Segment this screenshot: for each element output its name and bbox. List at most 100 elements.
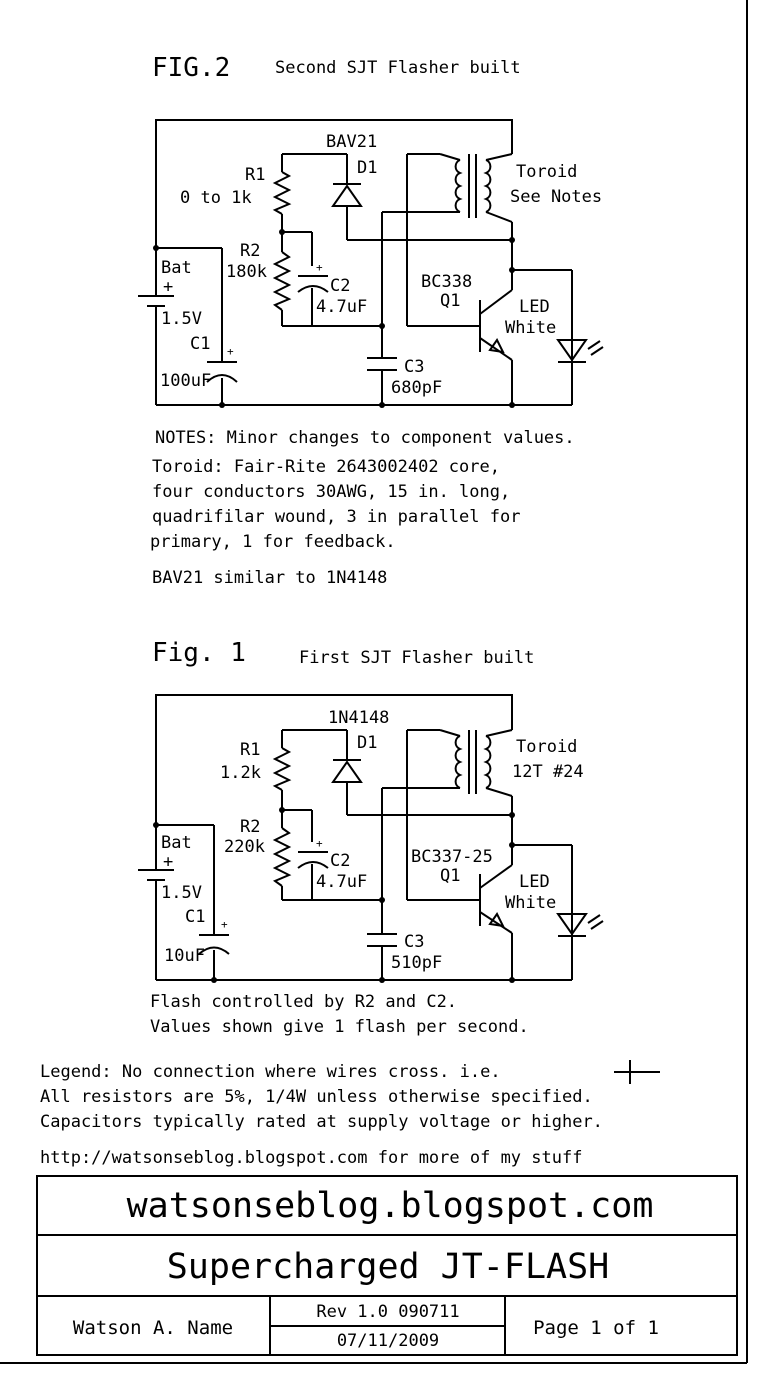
fig1-c2-value: 4.7uF xyxy=(316,872,367,892)
fig2-c2-symbol xyxy=(297,275,329,293)
fig2-bat-plus: + xyxy=(163,277,173,297)
legend-line-1: Legend: No connection where wires cross.… xyxy=(40,1062,501,1082)
fig2-bat-voltage: 1.5V xyxy=(161,309,202,329)
fig2-c1-plus: + xyxy=(227,345,234,358)
fig1-toroid-note: 12T #24 xyxy=(512,762,584,782)
fig1-toroid-label: Toroid xyxy=(516,737,577,757)
fig1-r2-symbol xyxy=(272,827,292,887)
crossing-wires-icon xyxy=(614,1060,660,1084)
notes-line-5: primary, 1 for feedback. xyxy=(150,532,396,552)
legend-line-3: Capacitors typically rated at supply vol… xyxy=(40,1112,603,1132)
fig1-r1-symbol xyxy=(272,747,292,791)
fig2-c3-value: 680pF xyxy=(391,378,442,398)
fig1-r1-ref: R1 xyxy=(240,740,260,760)
fig1-wires xyxy=(155,694,573,981)
fig1-transistor-part: BC337-25 xyxy=(411,847,493,867)
fig2-c3-ref: C3 xyxy=(404,357,424,377)
fig1-led-color: White xyxy=(505,893,556,913)
fig1-c2-plus: + xyxy=(316,837,323,850)
fig2-r1-ref: R1 xyxy=(245,165,265,185)
fig2-c1-ref: C1 xyxy=(190,334,210,354)
notes-line-4: quadrifilar wound, 3 in parallel for xyxy=(152,507,520,527)
fig2-c1-symbol xyxy=(206,361,238,383)
fig2-c2-value: 4.7uF xyxy=(316,297,367,317)
fig2-toroid-symbol xyxy=(439,153,513,223)
fig2-diode-symbol xyxy=(331,170,363,216)
fig2-c3-symbol xyxy=(367,357,397,371)
fig2-led-label: LED xyxy=(519,297,550,317)
fig1-c1-plus: + xyxy=(221,918,228,931)
fig1-c1-symbol xyxy=(198,934,230,955)
fig2-transistor-symbol xyxy=(479,289,513,361)
fig1-c3-value: 510pF xyxy=(391,953,442,973)
fig1-led-label: LED xyxy=(519,872,550,892)
fig1-bat-voltage: 1.5V xyxy=(161,883,202,903)
fig2-c2-plus: + xyxy=(316,261,323,274)
fig2-wires xyxy=(155,119,573,406)
fig2-bat-label: Bat xyxy=(161,258,192,278)
fig2-caption: Second SJT Flasher built xyxy=(275,58,521,78)
legend-line-2: All resistors are 5%, 1/4W unless otherw… xyxy=(40,1087,593,1107)
fig1-toroid-symbol xyxy=(439,729,513,797)
fig1-transistor-ref: Q1 xyxy=(440,866,460,886)
fig2-r1-value: 0 to 1k xyxy=(180,188,252,208)
fig2-r1-symbol xyxy=(272,171,292,215)
notes-block: NOTES: Minor changes to component values… xyxy=(150,428,575,588)
fig2-schematic: FIG.2 Second SJT Flasher built xyxy=(138,53,604,408)
fig1-flash-note-2: Values shown give 1 flash per second. xyxy=(150,1017,529,1037)
fig2-diode-ref: D1 xyxy=(357,158,377,178)
fig1-c3-ref: C3 xyxy=(404,932,424,952)
fig2-diode-part: BAV21 xyxy=(326,132,377,152)
fig1-r1-value: 1.2k xyxy=(220,763,261,783)
fig1-heading: Fig. 1 xyxy=(152,638,246,668)
fig1-c1-ref: C1 xyxy=(185,907,205,927)
fig1-led-symbol xyxy=(556,913,604,937)
notes-line-6: BAV21 similar to 1N4148 xyxy=(152,568,387,588)
fig1-flash-note-1: Flash controlled by R2 and C2. xyxy=(150,992,457,1012)
fig2-led-color: White xyxy=(505,318,556,338)
fig1-battery-symbol xyxy=(138,858,174,894)
title-block-title: Supercharged JT-FLASH xyxy=(167,1247,610,1287)
fig2-heading: FIG.2 xyxy=(152,53,230,83)
notes-line-3: four conductors 30AWG, 15 in. long, xyxy=(152,482,510,502)
notes-line-1: NOTES: Minor changes to component values… xyxy=(155,428,575,448)
fig1-junctions xyxy=(153,807,515,983)
sheet-border xyxy=(0,0,748,1364)
fig1-r2-value: 220k xyxy=(224,837,265,857)
title-block-website: watsonseblog.blogspot.com xyxy=(127,1186,654,1226)
title-block: watsonseblog.blogspot.com Supercharged J… xyxy=(36,1175,738,1356)
fig1-bat-label: Bat xyxy=(161,833,192,853)
fig1-bat-plus: + xyxy=(163,852,173,872)
fig1-c2-ref: C2 xyxy=(330,851,350,871)
fig2-led-symbol xyxy=(556,339,604,363)
fig1-diode-ref: D1 xyxy=(357,733,377,753)
title-block-revision: Rev 1.0 090711 xyxy=(316,1302,459,1322)
fig1-diode-part: 1N4148 xyxy=(328,708,389,728)
fig1-schematic: Fig. 1 First SJT Flasher built xyxy=(138,638,604,1037)
fig1-c1-value: 10uF xyxy=(164,946,205,966)
fig2-toroid-note: See Notes xyxy=(510,187,602,207)
fig1-r2-ref: R2 xyxy=(240,817,260,837)
title-block-date: 07/11/2009 xyxy=(337,1331,439,1351)
fig2-toroid-label: Toroid xyxy=(516,162,577,182)
notes-line-2: Toroid: Fair-Rite 2643002402 core, xyxy=(152,457,500,477)
fig2-transistor-ref: Q1 xyxy=(440,291,460,311)
legend-line-4: http://watsonseblog.blogspot.com for mor… xyxy=(40,1148,582,1168)
fig2-c2-ref: C2 xyxy=(330,276,350,296)
fig1-c2-symbol xyxy=(297,851,329,869)
fig2-r2-ref: R2 xyxy=(240,241,260,261)
legend-block: Legend: No connection where wires cross.… xyxy=(40,1060,660,1168)
fig2-battery-symbol xyxy=(138,282,174,318)
title-block-page: Page 1 of 1 xyxy=(533,1317,659,1339)
fig2-transistor-part: BC338 xyxy=(421,272,472,292)
fig1-caption: First SJT Flasher built xyxy=(299,648,534,668)
fig2-c1-value: 100uF xyxy=(160,371,211,391)
fig2-junctions xyxy=(153,229,515,408)
fig2-r2-symbol xyxy=(272,251,292,311)
title-block-author: Watson A. Name xyxy=(73,1317,233,1339)
fig2-r2-value: 180k xyxy=(226,262,267,282)
fig1-c3-symbol xyxy=(367,933,397,947)
fig1-diode-symbol xyxy=(331,746,363,792)
fig1-transistor-symbol xyxy=(479,864,513,934)
